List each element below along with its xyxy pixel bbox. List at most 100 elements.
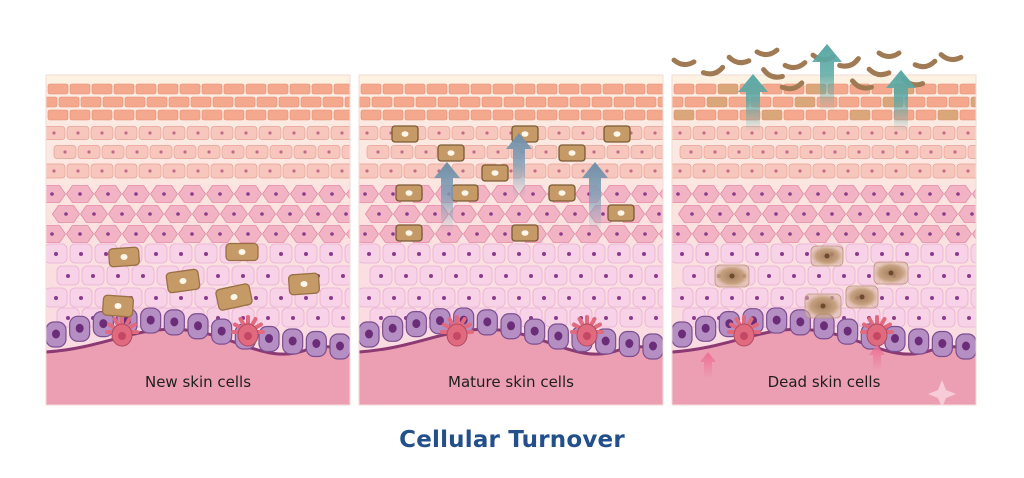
cell-nucleus	[111, 150, 115, 154]
cell-nucleus	[559, 232, 563, 236]
cell-nucleus	[365, 131, 369, 135]
corneum-brick	[959, 109, 976, 121]
cell-nucleus	[341, 316, 345, 320]
cell-nucleus	[892, 316, 896, 320]
cell-nucleus	[134, 192, 138, 196]
skin-panel-dead	[671, 74, 1002, 406]
cell-nucleus	[433, 212, 437, 216]
corneum-brick	[673, 83, 695, 95]
corneum-brick	[772, 96, 794, 108]
cell-nucleus	[327, 150, 331, 154]
dermis	[672, 329, 976, 405]
cell-nucleus	[340, 169, 344, 173]
cell-nucleus	[207, 150, 211, 154]
cell-nucleus	[268, 131, 272, 135]
upward-arrow-icon	[738, 74, 768, 132]
cell-nucleus	[442, 296, 446, 300]
cell-nucleus	[788, 232, 792, 236]
cell-nucleus	[905, 252, 909, 256]
cell-nucleus	[517, 252, 521, 256]
cell-nucleus	[447, 150, 455, 156]
corneum-brick	[783, 109, 805, 121]
corneum-brick	[201, 83, 223, 95]
corneum-brick	[915, 109, 937, 121]
cell-nucleus	[705, 252, 709, 256]
cell-nucleus	[154, 252, 158, 256]
cell-nucleus	[604, 274, 608, 278]
cell-nucleus	[732, 192, 736, 196]
corneum-brick	[448, 83, 470, 95]
panel-caption-new: New skin cells	[144, 373, 252, 391]
young-cell	[644, 307, 663, 328]
cell-nucleus	[615, 232, 619, 236]
cell-nucleus	[50, 232, 54, 236]
cell-nucleus	[857, 150, 861, 154]
cell-nucleus	[220, 169, 224, 173]
spinous-cell	[659, 228, 663, 240]
cell-nucleus	[376, 150, 380, 154]
corneum-brick	[580, 109, 602, 121]
cell-nucleus	[204, 252, 208, 256]
corneum-brick	[223, 83, 245, 95]
cell-nucleus	[220, 131, 224, 135]
cell-nucleus	[391, 232, 395, 236]
corneum-brick	[706, 96, 728, 108]
skin-panel-mature	[358, 74, 671, 406]
cell-nucleus	[279, 296, 283, 300]
cell-nucleus	[172, 169, 176, 173]
cell-nucleus	[928, 232, 932, 236]
cell-nucleus	[579, 274, 583, 278]
young-cell	[644, 265, 663, 286]
cell-nucleus	[942, 212, 946, 216]
cell-nucleus	[159, 150, 163, 154]
cell-nucleus	[886, 212, 890, 216]
shedding-flake	[912, 58, 938, 70]
cell-nucleus	[412, 319, 421, 329]
corneum-brick	[982, 84, 1002, 94]
cell-nucleus	[788, 192, 792, 196]
cell-nucleus	[729, 273, 735, 279]
cell-nucleus	[288, 336, 297, 346]
cell-nucleus	[822, 169, 826, 173]
cell-nucleus	[615, 192, 619, 196]
cell-nucleus	[148, 169, 152, 173]
cell-nucleus	[558, 190, 566, 196]
cell-nucleus	[955, 296, 959, 300]
new-skin-cell	[101, 294, 135, 318]
shedding-flake	[876, 50, 902, 59]
cell-nucleus	[266, 316, 270, 320]
cell-nucleus	[154, 296, 158, 300]
corneum-brick	[684, 96, 706, 108]
spinous-cell	[332, 205, 350, 223]
cell-nucleus	[148, 131, 152, 135]
corneum-brick	[289, 109, 311, 121]
cell-nucleus	[702, 131, 706, 135]
cell-nucleus	[124, 131, 128, 135]
cell-nucleus	[529, 274, 533, 278]
spinous-cell	[359, 225, 379, 243]
upward-arrow-icon	[506, 133, 532, 198]
cell-nucleus	[316, 169, 320, 173]
cell-nucleus	[774, 169, 778, 173]
shedding-flake	[726, 54, 752, 66]
cell-nucleus	[858, 212, 862, 216]
corneum-brick	[267, 109, 289, 121]
cell-nucleus	[260, 212, 264, 216]
cell-nucleus	[737, 150, 741, 154]
cell-nucleus	[417, 296, 421, 300]
new-skin-cell	[225, 242, 259, 262]
cell-nucleus	[204, 212, 208, 216]
cell-nucleus	[842, 274, 846, 278]
cell-nucleus	[92, 212, 96, 216]
cell-nucleus	[533, 169, 537, 173]
cell-nucleus	[521, 131, 529, 137]
cell-nucleus	[592, 252, 596, 256]
cell-nucleus	[116, 274, 120, 278]
cell-nucleus	[274, 192, 278, 196]
cell-nucleus	[667, 252, 671, 256]
cell-nucleus	[100, 131, 104, 135]
cell-nucleus	[509, 169, 513, 173]
young-cell	[657, 287, 663, 308]
cell-nucleus	[379, 274, 383, 278]
cell-nucleus	[900, 232, 904, 236]
